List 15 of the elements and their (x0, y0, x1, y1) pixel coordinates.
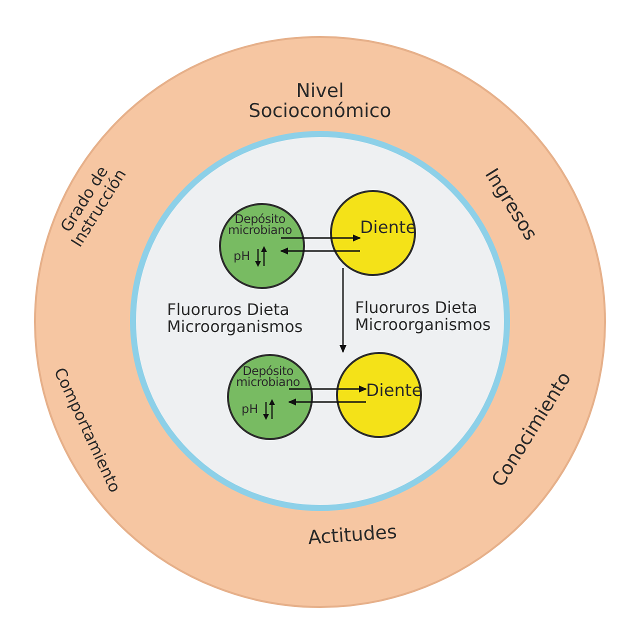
circle-label: Diente (360, 220, 416, 238)
arrow (280, 248, 360, 254)
arrow (340, 268, 346, 353)
arrow (289, 386, 367, 392)
circle-label: pH (234, 250, 250, 262)
ring-label: Nivel Socioconómico (248, 82, 392, 122)
circle-label: pH (242, 402, 258, 416)
arrow (288, 398, 366, 406)
factor-list: Fluoruros Dieta Microorganismos (167, 300, 317, 336)
circle-label: Diente (366, 383, 422, 401)
circle-label: Depósito microbiano (227, 214, 293, 236)
ring-label: Actitudes (306, 522, 398, 550)
arrow (281, 234, 361, 242)
circle-label: Depósito microbiano (235, 366, 301, 388)
factor-list: Fluoruros Dieta Microorganismos (355, 298, 505, 334)
